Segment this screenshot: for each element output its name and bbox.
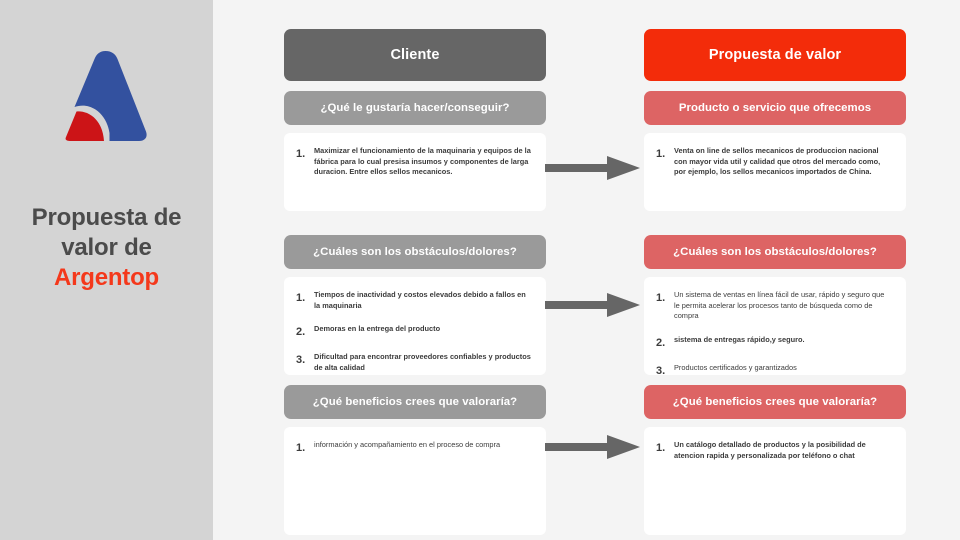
sidebar-title-line1: Propuesta de (31, 204, 182, 231)
list-item: 1. Maximizar el funcionamiento de la maq… (296, 146, 532, 178)
section-card-cliente-2: 1. Tiempos de inactividad y costos eleva… (284, 277, 546, 375)
arrow-right-icon (545, 156, 640, 180)
bullet-number: 1. (296, 442, 306, 454)
list-item: 1. Un sistema de ventas en línea fácil d… (656, 290, 892, 322)
argentop-logo (0, 38, 213, 153)
bullet-number: 1. (296, 148, 306, 160)
section-header-cliente-1: ¿Qué le gustaría hacer/conseguir? (284, 91, 546, 125)
section-card-cliente-3: 1. información y acompañamiento en el pr… (284, 427, 546, 535)
arrow-right-icon (545, 435, 640, 459)
column-propuesta: Propuesta de valor Producto o servicio q… (644, 0, 906, 535)
list-item: 3. Dificultad para encontrar proveedores… (296, 352, 532, 373)
bullet-number: 1. (656, 292, 666, 304)
list-item: 2. sistema de entregas rápido,y seguro. (656, 335, 892, 350)
section-header-propuesta-3: ¿Qué beneficios crees que valoraría? (644, 385, 906, 419)
column-header-propuesta: Propuesta de valor (644, 29, 906, 81)
bullet-text: sistema de entregas rápido,y seguro. (674, 334, 805, 344)
list-item: 1. Venta on line de sellos mecanicos de … (656, 146, 892, 178)
column-cliente: Cliente ¿Qué le gustaría hacer/conseguir… (284, 0, 546, 535)
bullet-number: 1. (656, 442, 666, 454)
bullet-text: información y acompañamiento en el proce… (314, 440, 501, 449)
bullet-number: 1. (656, 148, 666, 160)
bullet-number: 1. (296, 292, 306, 304)
bullet-number: 2. (656, 336, 666, 349)
arrow-section-1 (545, 154, 642, 182)
section-card-propuesta-3: 1. Un catálogo detallado de productos y … (644, 427, 906, 535)
logo-mark (65, 50, 147, 141)
bullet-text: Venta on line de sellos mecanicos de pro… (674, 146, 881, 177)
arrow-section-2 (545, 291, 642, 319)
bullet-number: 3. (296, 354, 306, 367)
brand-name: Argentop (53, 264, 160, 291)
bullet-number: 3. (656, 364, 666, 377)
list-item: 1. Tiempos de inactividad y costos eleva… (296, 290, 532, 311)
column-header-cliente: Cliente (284, 29, 546, 81)
section-card-propuesta-1: 1. Venta on line de sellos mecanicos de … (644, 133, 906, 211)
list-item: 3. Productos certificados y garantizados (656, 363, 892, 378)
section-header-propuesta-2: ¿Cuáles son los obstáculos/dolores? (644, 235, 906, 269)
bullet-text: Demoras en la entrega del producto (314, 324, 441, 334)
section-header-propuesta-1: Producto o servicio que ofrecemos (644, 91, 906, 125)
list-item: 1. Un catálogo detallado de productos y … (656, 440, 892, 461)
section-header-cliente-3: ¿Qué beneficios crees que valoraría? (284, 385, 546, 419)
bullet-text: Productos certificados y garantizados (674, 362, 797, 372)
bullet-text: Maximizar el funcionamiento de la maquin… (314, 146, 531, 177)
list-item: 1. información y acompañamiento en el pr… (296, 440, 532, 455)
sidebar-title-line2: valor de (61, 234, 152, 261)
section-header-cliente-2: ¿Cuáles son los obstáculos/dolores? (284, 235, 546, 269)
bullet-text: Dificultad para encontrar proveedores co… (314, 352, 531, 372)
bullet-text: Un catálogo detallado de productos y la … (674, 440, 866, 460)
arrow-section-3 (545, 433, 642, 461)
sidebar: Propuesta de valor de Argentop (0, 0, 213, 540)
sidebar-title: Propuesta de valor de Argentop (14, 203, 199, 293)
bullet-text: Un sistema de ventas en línea fácil de u… (674, 290, 885, 321)
bullet-number: 2. (296, 326, 306, 339)
section-card-propuesta-2: 1. Un sistema de ventas en línea fácil d… (644, 277, 906, 378)
section-card-cliente-1: 1. Maximizar el funcionamiento de la maq… (284, 133, 546, 211)
bullet-text: Tiempos de inactividad y costos elevados… (314, 290, 526, 310)
list-item: 2. Demoras en la entrega del producto (296, 324, 532, 339)
arrow-right-icon (545, 293, 640, 317)
